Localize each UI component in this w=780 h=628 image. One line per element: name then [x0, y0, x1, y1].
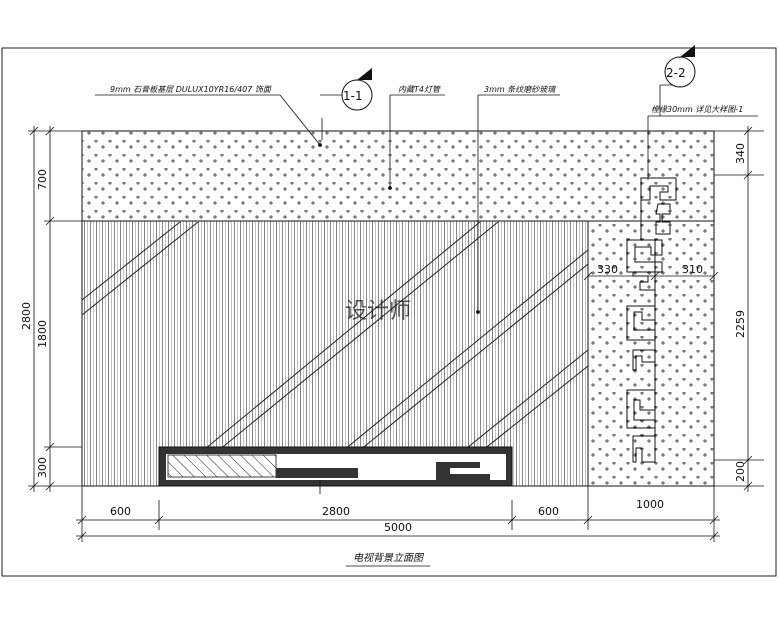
dim-bottom-2: 2800 — [322, 505, 350, 518]
dim-right-top: 340 — [734, 143, 747, 164]
callout-right-frame: 樘缘30mm 详见大样图-1 — [651, 105, 743, 114]
drawing-title: 电视背景立面图 — [353, 552, 425, 564]
dim-right-bottom: 200 — [734, 461, 747, 482]
watermark: 设计师 — [345, 299, 411, 324]
dim-bottom-1: 600 — [110, 505, 131, 518]
dim-left-bottom: 300 — [36, 457, 49, 478]
callout-light-tube: 内藏T4灯管 — [398, 85, 442, 94]
bottom-dimension-lines — [76, 480, 720, 542]
callout-leaders — [95, 84, 758, 312]
section-marker-1: 1-1 — [341, 68, 373, 111]
callout-glass: 3mm 条纹磨砂玻璃 — [484, 85, 557, 94]
frosted-glass-panel — [81, 220, 589, 487]
sheet-border — [1, 47, 777, 577]
right-dimension-lines — [714, 126, 764, 492]
dim-mid-right: 310 — [682, 263, 703, 276]
right-plaster-panel — [587, 220, 715, 487]
dim-left-mid: 1800 — [36, 320, 49, 348]
dim-bottom-3: 600 — [538, 505, 559, 518]
dim-total: 5000 — [384, 521, 412, 534]
dim-mid-left: 330 — [597, 263, 618, 276]
callout-left-finish: 9mm 石膏板基层 DULUX10YR16/407 饰面 — [110, 85, 273, 94]
svg-text:2-2: 2-2 — [666, 66, 686, 80]
upper-plaster-panel — [81, 130, 715, 222]
mid-dimension-lines — [583, 271, 719, 281]
svg-text:1-1: 1-1 — [343, 89, 363, 103]
dim-right-mid: 2259 — [734, 310, 747, 338]
dim-left-top: 700 — [36, 169, 49, 190]
tv-cabinet — [158, 446, 513, 487]
section-marker-2: 2-2 — [664, 45, 696, 88]
decorative-lattice — [626, 177, 677, 463]
dim-bottom-4: 1000 — [636, 498, 664, 511]
dim-left-total: 2800 — [20, 302, 33, 330]
left-dimension-lines — [28, 126, 82, 492]
